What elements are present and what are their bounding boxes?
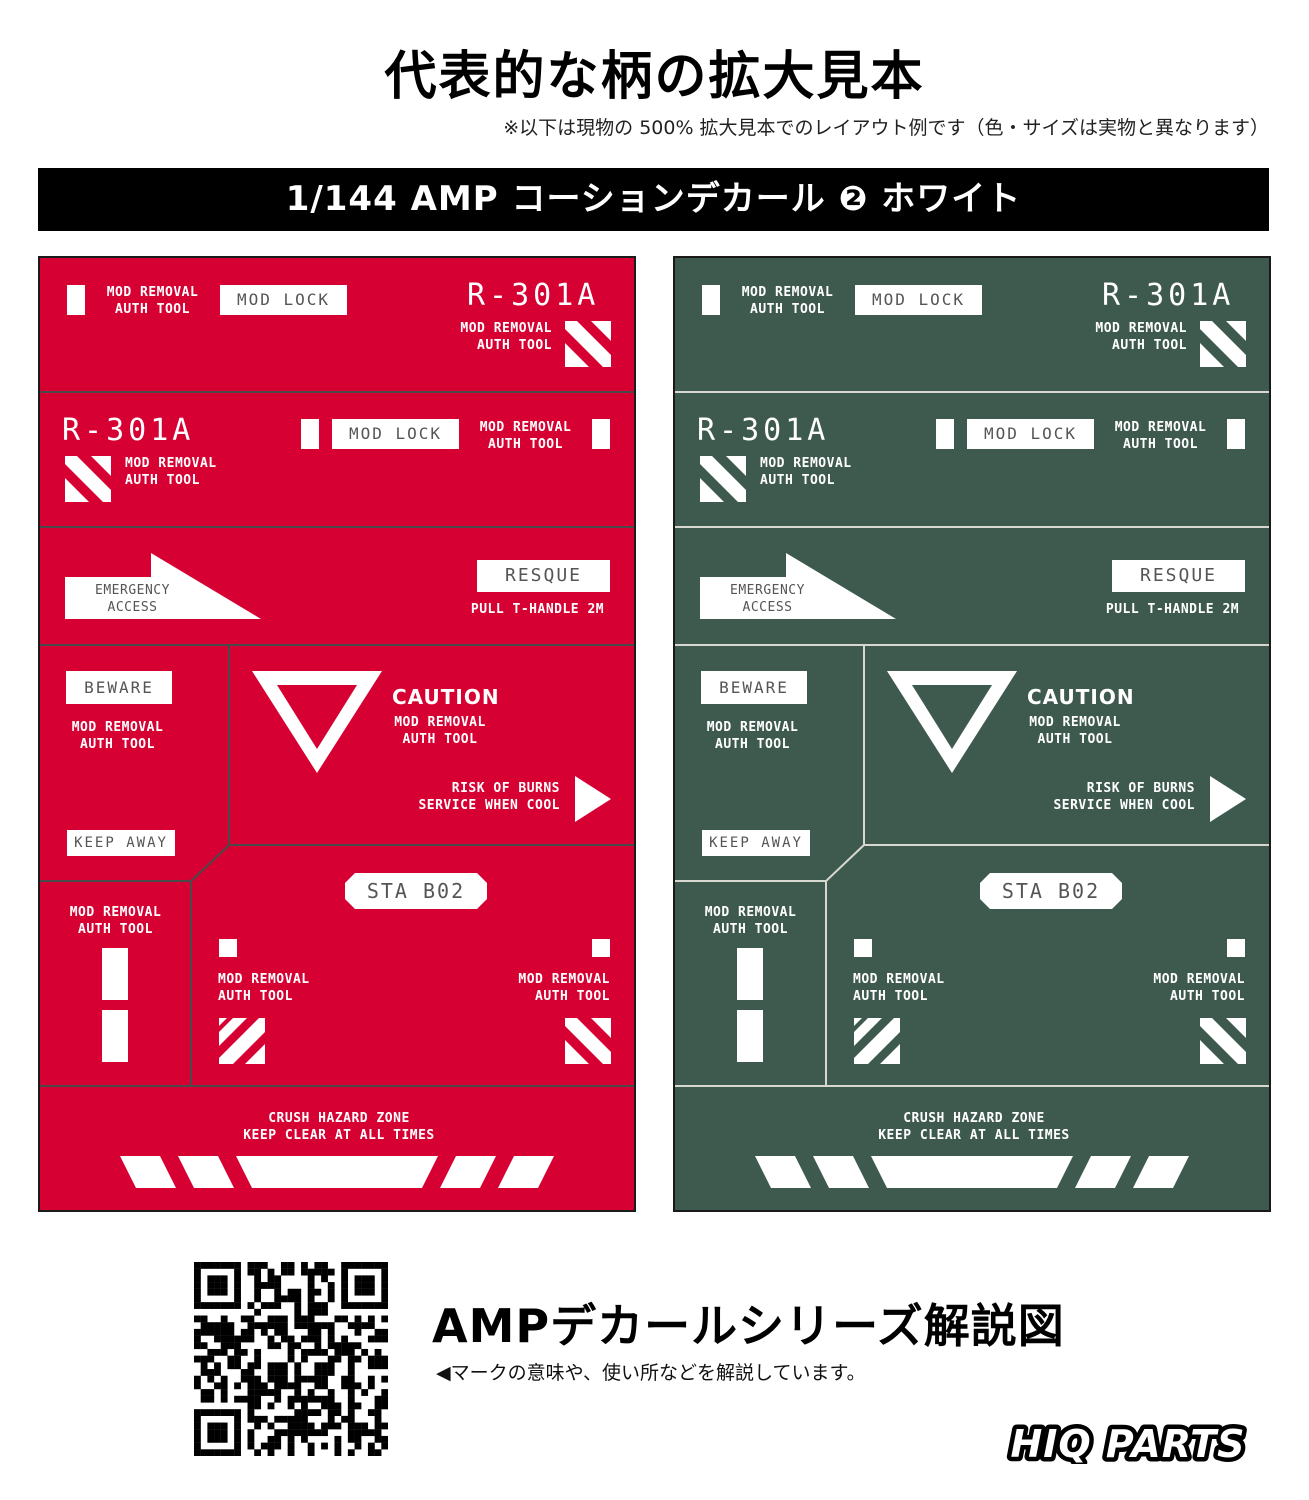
hazard-stripe-icon (219, 1018, 265, 1064)
model-number: R-301A (697, 413, 830, 448)
white-mark (1227, 419, 1245, 449)
series-subtitle: ◀マークの意味や、使い所などを解説しています。 (436, 1362, 866, 1384)
brand-logo: HIQ PARTS (1006, 1420, 1249, 1464)
emergency-arrow-icon (65, 553, 261, 619)
white-mark (737, 1010, 763, 1062)
panel-lines (40, 391, 634, 1087)
caution-heading: CAUTION (1027, 685, 1135, 709)
white-mark (936, 419, 954, 449)
beware-label: BEWARE (66, 671, 172, 704)
mod-lock-label: MOD LOCK (855, 285, 982, 315)
model-number: R-301A (1102, 278, 1235, 313)
product-name-bar: 1/144 AMP コーションデカール ❷ ホワイト (38, 168, 1269, 231)
white-mark (102, 948, 128, 1000)
keep-away-label: KEEP AWAY (702, 830, 810, 856)
panel-lines (675, 391, 1269, 1087)
white-mark (67, 285, 85, 315)
pull-handle-text: PULL T-HANDLE 2M (1105, 602, 1240, 617)
white-mark (1227, 939, 1245, 957)
warning-triangle-icon (252, 671, 382, 773)
white-mark (102, 1010, 128, 1062)
hazard-stripe-icon (1200, 321, 1246, 367)
white-mark (301, 419, 319, 449)
series-title: AMPデカールシリーズ解説図 (432, 1299, 1065, 1353)
model-number: R-301A (62, 413, 195, 448)
page-note: ※以下は現物の 500% 拡大見本でのレイアウト例です（色・サイズは実物と異なり… (503, 117, 1269, 139)
caution-heading: CAUTION (392, 685, 500, 709)
beware-label: BEWARE (701, 671, 807, 704)
warning-triangle-icon (887, 671, 1017, 773)
qr-code-icon[interactable] (194, 1262, 388, 1456)
mod-lock-label: MOD LOCK (332, 419, 459, 449)
resque-label: RESQUE (1112, 560, 1245, 592)
hazard-stripe-icon (565, 321, 611, 367)
mod-lock-label: MOD LOCK (967, 419, 1094, 449)
station-label: STA B02 (980, 873, 1122, 909)
play-arrow-icon (575, 776, 611, 822)
hazard-stripe-icon (65, 456, 111, 502)
emergency-arrow-icon (700, 553, 896, 619)
white-mark (219, 939, 237, 957)
hazard-stripe-icon (565, 1018, 611, 1064)
pull-handle-text: PULL T-HANDLE 2M (470, 602, 605, 617)
hazard-chevrons-icon (120, 1156, 554, 1188)
white-mark (592, 939, 610, 957)
hazard-chevrons-icon (755, 1156, 1189, 1188)
white-mark (854, 939, 872, 957)
mod-lock-label: MOD LOCK (220, 285, 347, 315)
page-title: 代表的な柄の拡大見本 (384, 47, 925, 107)
keep-away-label: KEEP AWAY (67, 830, 175, 856)
hazard-stripe-icon (854, 1018, 900, 1064)
white-mark (702, 285, 720, 315)
model-number: R-301A (467, 278, 600, 313)
resque-label: RESQUE (477, 560, 610, 592)
hazard-stripe-icon (1200, 1018, 1246, 1064)
white-mark (737, 948, 763, 1000)
white-mark (592, 419, 610, 449)
play-arrow-icon (1210, 776, 1246, 822)
hazard-stripe-icon (700, 456, 746, 502)
station-label: STA B02 (345, 873, 487, 909)
brand-text: HIQ PARTS (1010, 1422, 1245, 1464)
